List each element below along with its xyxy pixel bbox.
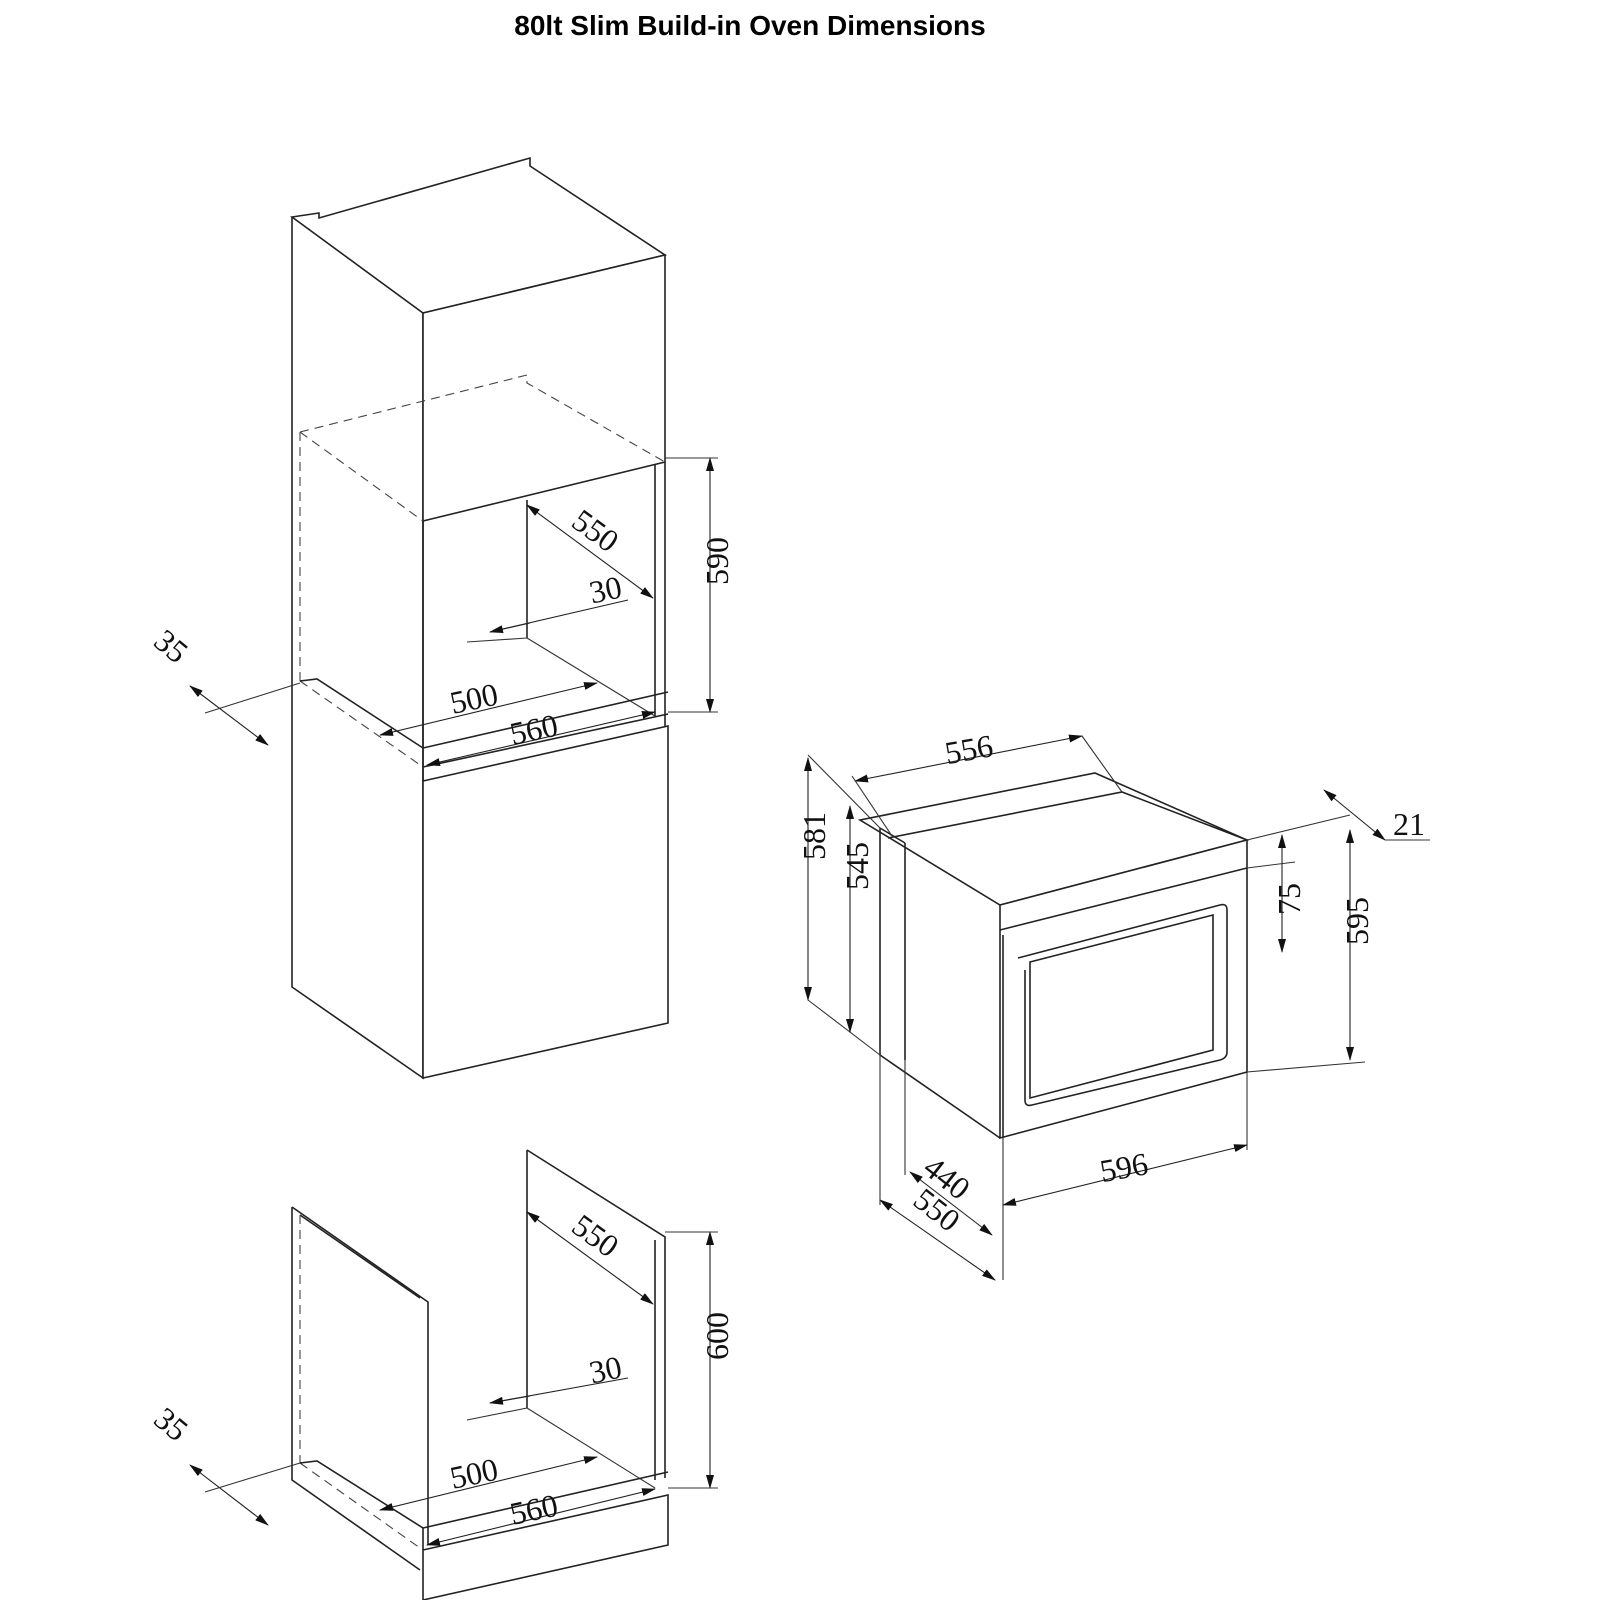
dim-line-front-offset — [189, 1464, 269, 1526]
dim-label-front-offset: 35 — [147, 1400, 195, 1448]
dim-label-depth: 550 — [566, 1207, 626, 1264]
dim-label-outer-width: 560 — [507, 707, 561, 752]
oven — [857, 772, 1250, 1140]
dim-line-inner-width — [379, 682, 598, 736]
dim-line-top-width — [854, 734, 1083, 783]
dim-label-top-width: 556 — [942, 727, 996, 771]
dim-line-side-depth-outer — [879, 1199, 996, 1281]
dim-label-height: 600 — [699, 1312, 735, 1360]
dim-line-front-thickness — [1323, 789, 1386, 841]
dim-label-body-depth: 545 — [839, 842, 875, 890]
dim-line-depth — [526, 504, 654, 599]
dim-label-width: 596 — [1097, 1145, 1151, 1189]
dim-label-height: 595 — [1339, 897, 1375, 945]
dim-label-rear-gap: 30 — [586, 569, 625, 611]
dim-line-inner-width — [379, 1456, 598, 1511]
tall-cabinet — [289, 156, 669, 1080]
dim-label-inner-width: 500 — [447, 1451, 501, 1496]
dim-label-total-depth: 581 — [796, 812, 832, 860]
dim-line-depth — [526, 1211, 654, 1305]
dim-label-depth: 550 — [566, 502, 626, 559]
base-cabinet-dimensions: 550 30 600 35 500 560 — [147, 1207, 735, 1546]
dim-label-rear-gap: 30 — [586, 1349, 625, 1391]
dim-line-width — [1002, 1144, 1248, 1206]
page-title: 80lt Slim Build-in Oven Dimensions — [514, 10, 986, 41]
dim-line-outer-width — [426, 711, 656, 766]
dim-label-front-thickness: 21 — [1393, 806, 1425, 842]
dim-line-outer-width — [426, 1488, 656, 1546]
dim-label-front-offset: 35 — [147, 622, 195, 670]
dim-label-inner-width: 500 — [447, 676, 501, 721]
dim-label-height: 590 — [699, 537, 735, 585]
dim-line-front-offset — [189, 685, 269, 746]
dim-label-panel-height: 75 — [1271, 883, 1307, 915]
